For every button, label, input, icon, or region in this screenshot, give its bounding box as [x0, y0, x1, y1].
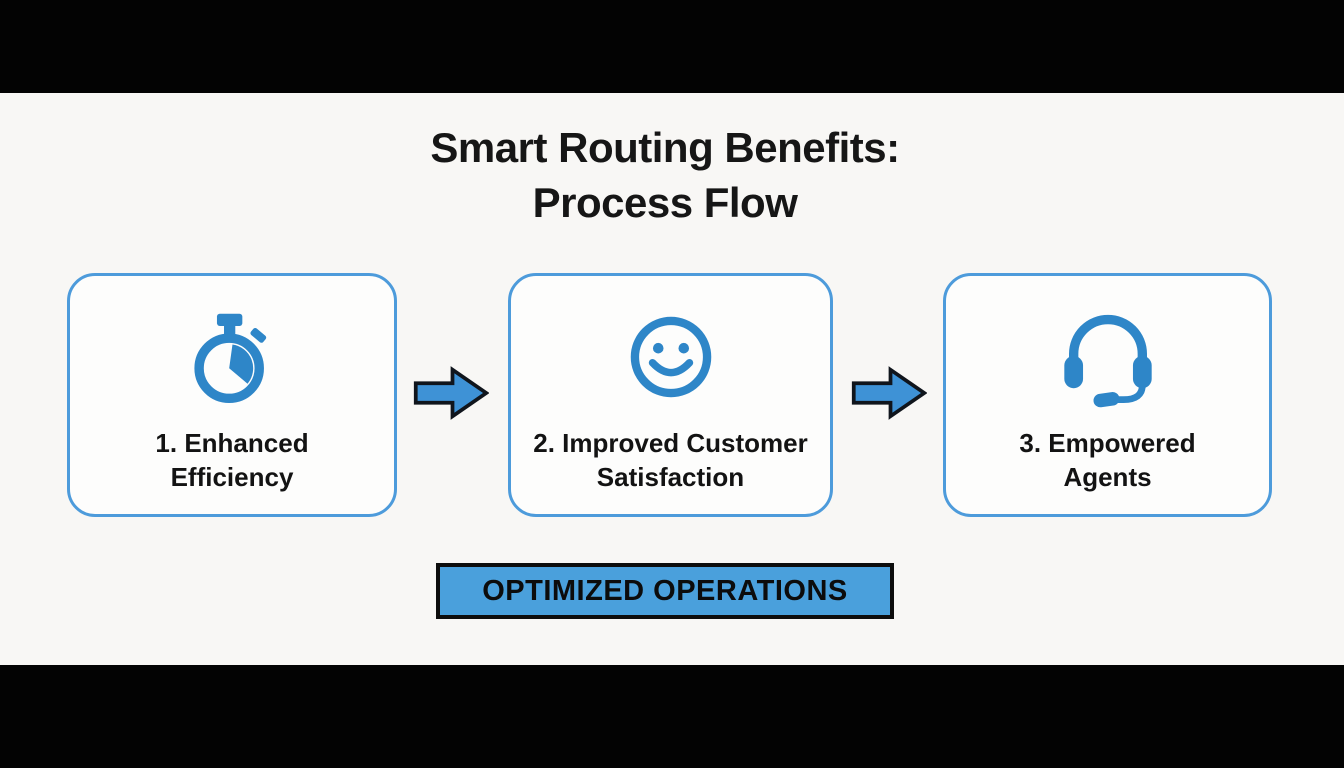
- letterbox-top-bar: [0, 0, 1344, 93]
- diagram-canvas: Smart Routing Benefits: Process Flow 1. E…: [0, 93, 1344, 665]
- letterbox-bottom-bar: [0, 665, 1344, 768]
- step2-label-line2: Satisfaction: [596, 462, 745, 492]
- page-title-line2: Process Flow: [532, 179, 798, 226]
- arrow-right-icon: [413, 366, 490, 420]
- result-banner: OPTIMIZED OPERATIONS: [436, 563, 894, 619]
- step3-label-line1: 3. Empowered: [1019, 428, 1196, 458]
- step3-label-line2: Agents: [1063, 462, 1152, 492]
- headset-icon: [1056, 306, 1160, 408]
- step1-label-line2: Efficiency: [170, 462, 294, 492]
- stopwatch-icon: [185, 306, 279, 408]
- step2-label-line1: 2. Improved Customer: [533, 428, 808, 458]
- step1-label-line1: 1. Enhanced: [155, 428, 309, 458]
- result-banner-label: OPTIMIZED OPERATIONS: [482, 574, 848, 607]
- page-title-line1: Smart Routing Benefits:: [430, 124, 900, 171]
- page-title: Smart Routing Benefits: Process Flow: [0, 120, 1330, 230]
- arrow-right-icon: [851, 366, 928, 420]
- smiley-face-icon: [627, 306, 715, 408]
